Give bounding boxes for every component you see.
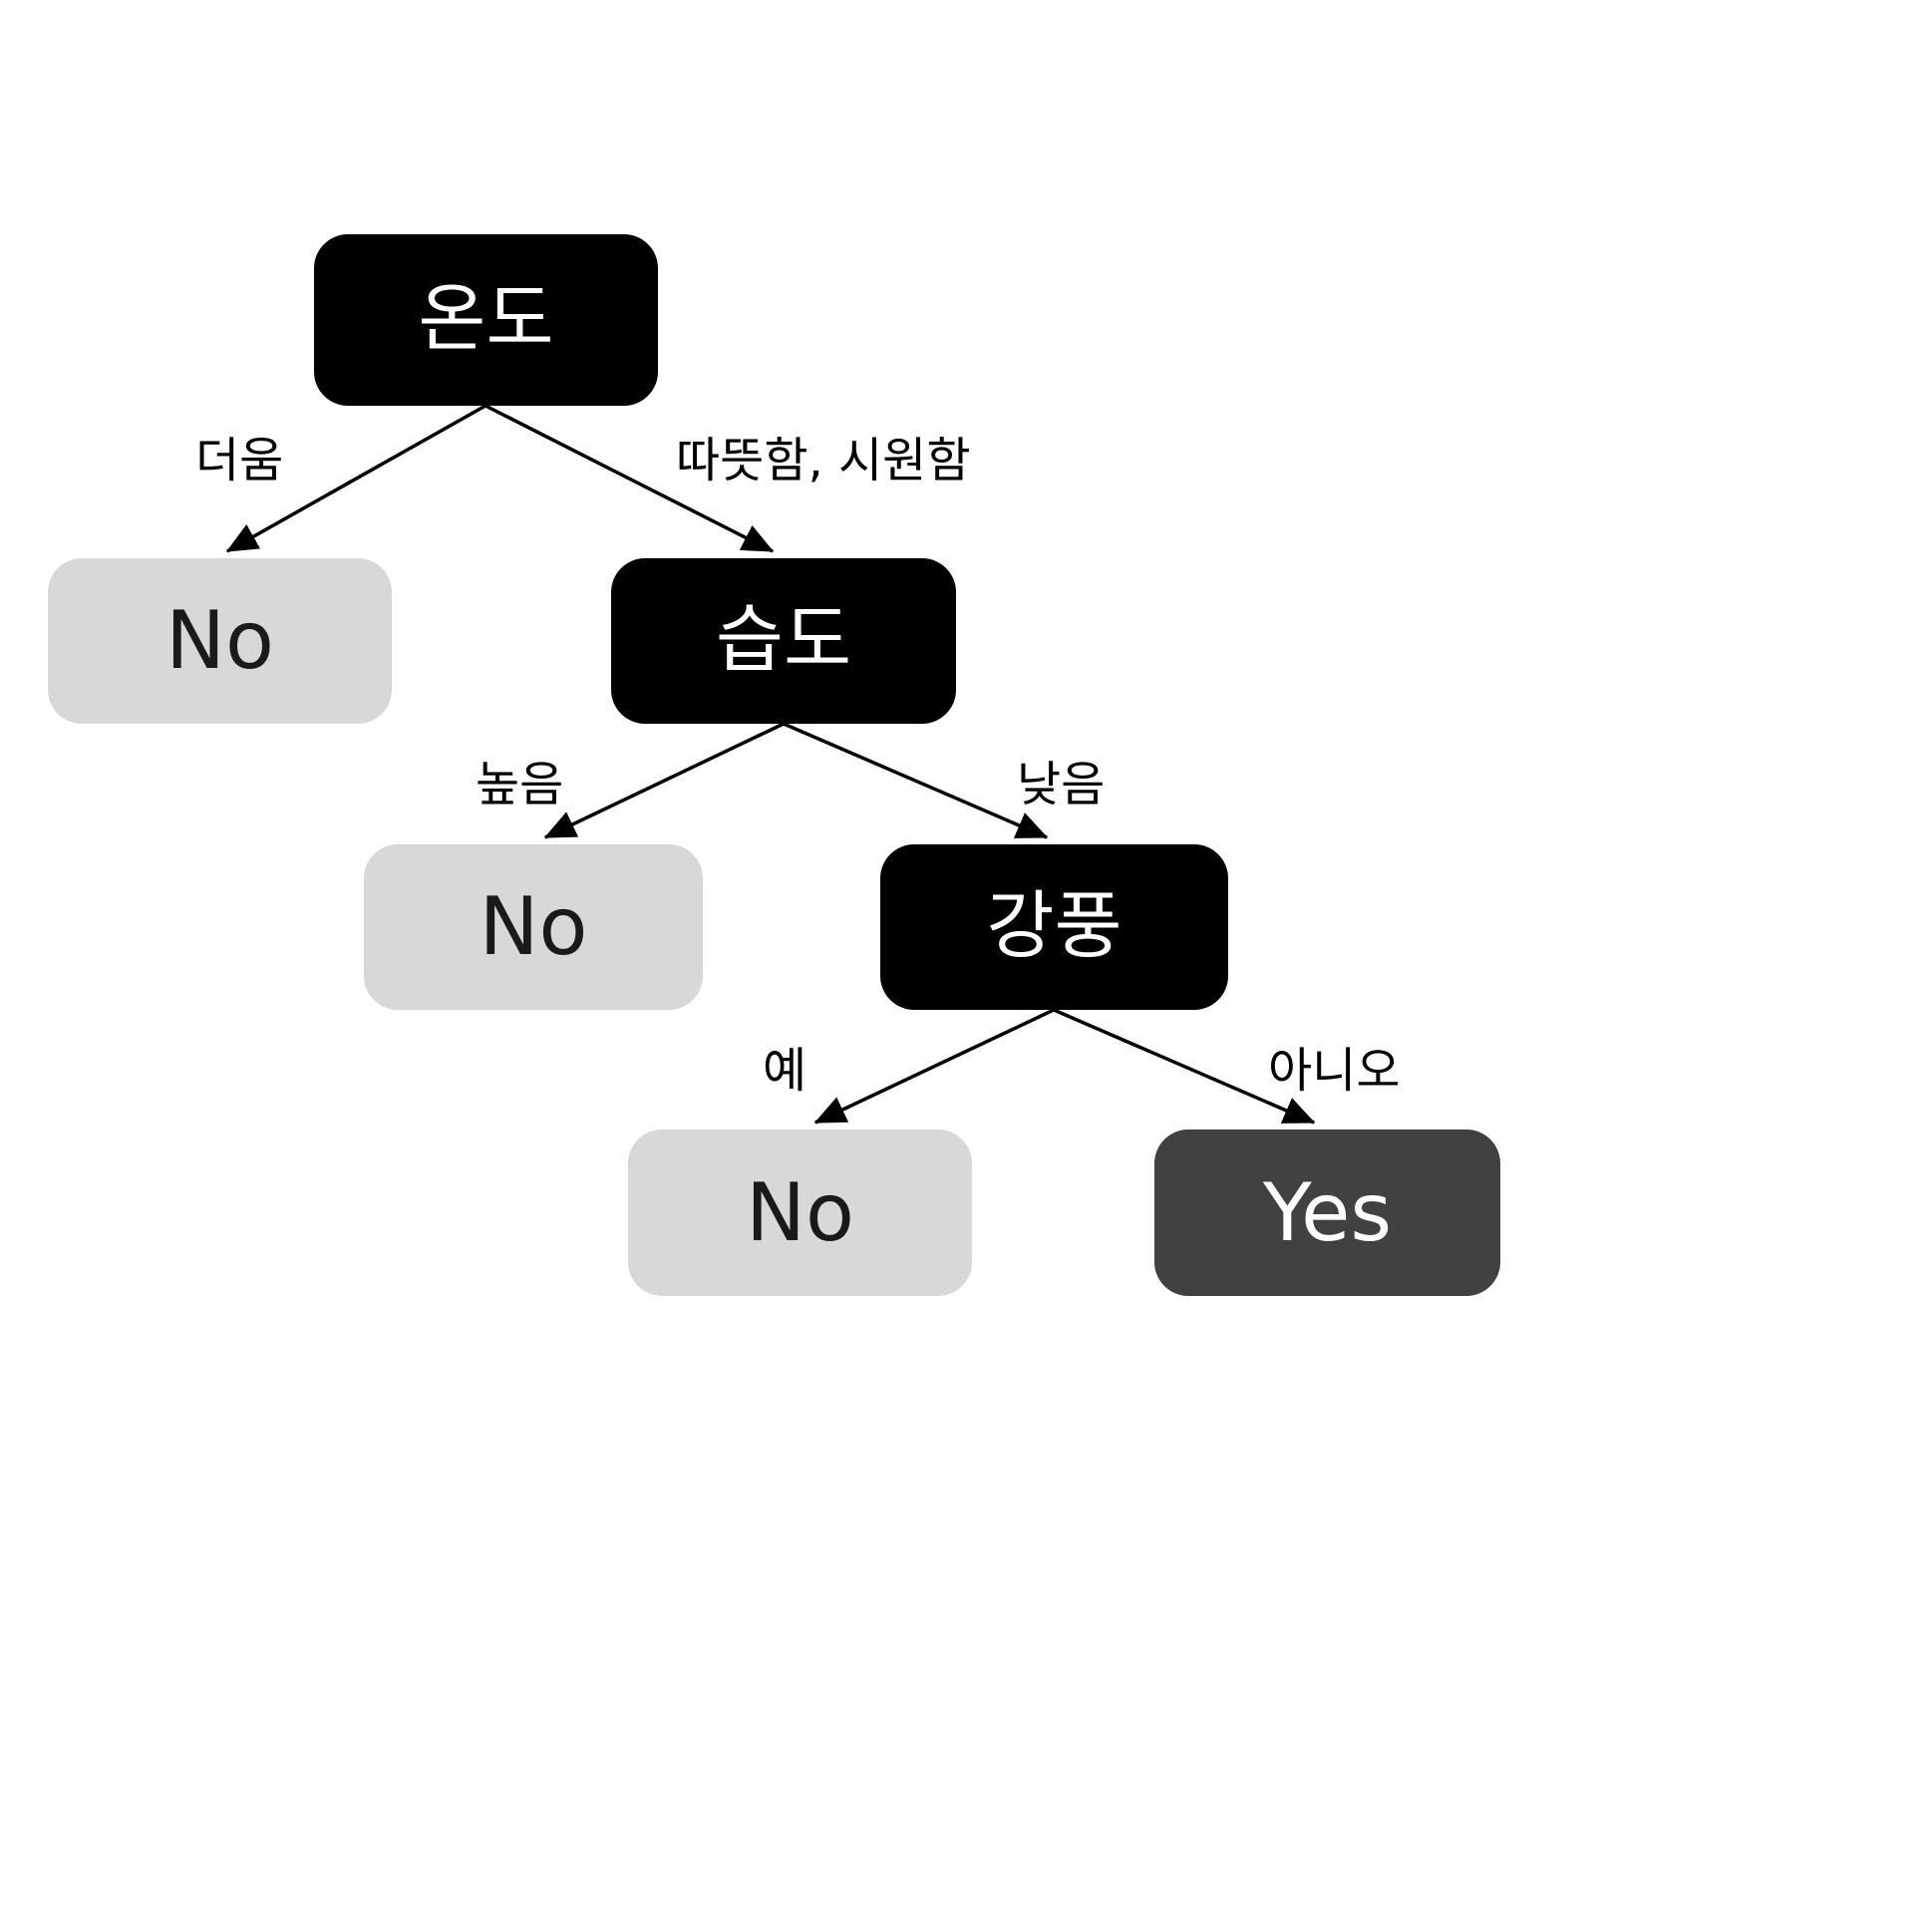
- node-no-high-label: No: [479, 880, 588, 973]
- node-temperature-label: 온도: [418, 276, 554, 363]
- node-wind[interactable]: 강풍: [880, 844, 1228, 1010]
- edge-humidity-to-no-high: [543, 722, 785, 839]
- node-yes[interactable]: Yes: [1154, 1129, 1500, 1296]
- edge-label-yes: 예: [763, 1043, 807, 1099]
- edge-label-warm-cool: 따뜻함, 시원함: [676, 433, 971, 488]
- node-humidity[interactable]: 습도: [611, 558, 956, 724]
- node-wind-label: 강풍: [986, 883, 1123, 970]
- edge-label-low: 낮음: [1017, 757, 1106, 812]
- node-humidity-label: 습도: [715, 597, 852, 684]
- edge-label-hot: 더움: [195, 433, 284, 488]
- node-no-windy[interactable]: No: [628, 1129, 972, 1296]
- node-no-hot-label: No: [165, 594, 274, 687]
- node-no-high[interactable]: No: [364, 844, 703, 1010]
- node-no-windy-label: No: [746, 1165, 854, 1259]
- edge-humidity-to-wind: [783, 722, 1049, 839]
- edge-label-no: 아니오: [1268, 1043, 1401, 1099]
- node-yes-label: Yes: [1262, 1165, 1393, 1259]
- node-no-hot[interactable]: No: [48, 558, 392, 724]
- node-temperature[interactable]: 온도: [314, 234, 658, 406]
- edge-wind-to-no-windy: [813, 1008, 1055, 1125]
- edge-label-high: 높음: [476, 757, 564, 812]
